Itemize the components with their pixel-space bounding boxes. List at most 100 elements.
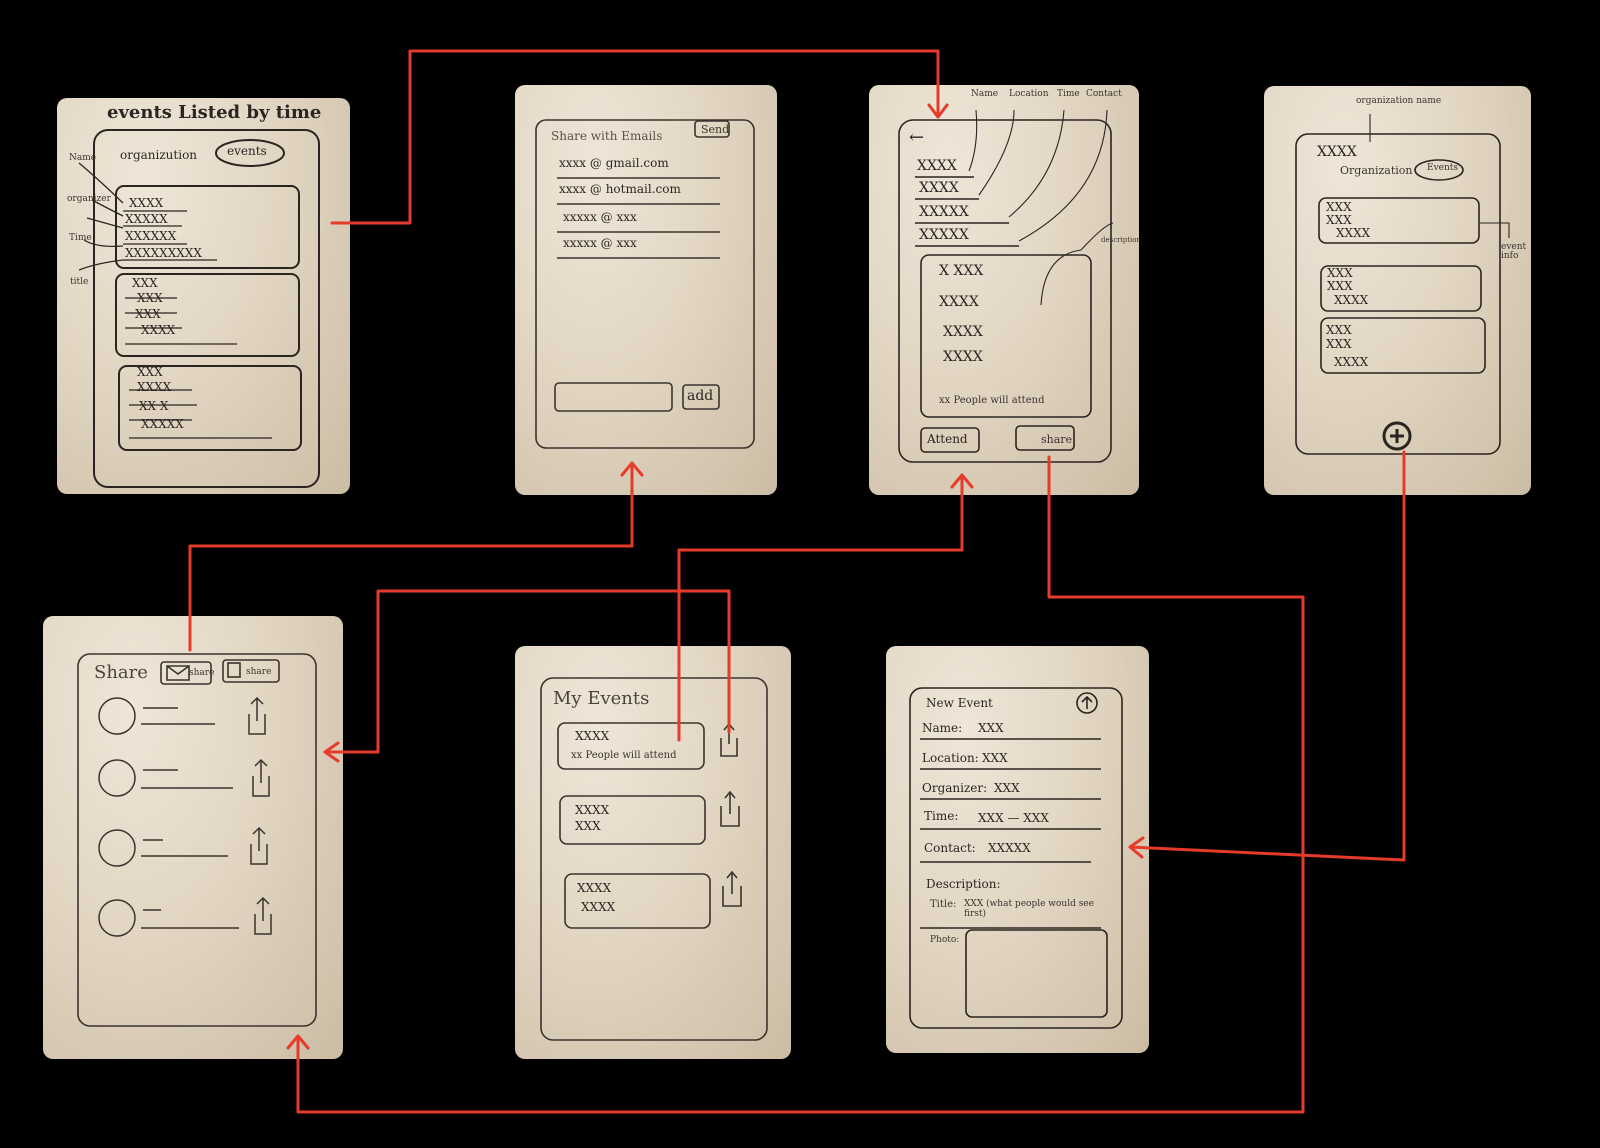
sketch3-attend-button[interactable]: Attend [927, 432, 968, 446]
sketch6-item3-line: XXXX [577, 881, 612, 895]
sketch5-title: Share [94, 662, 148, 683]
sketch1-heading: events Listed by time [107, 102, 322, 123]
sketch3-share-button[interactable]: share [1041, 433, 1073, 446]
sketch4-org-name: XXXX [1317, 144, 1357, 160]
sketch-organization: organization name XXXX Organization Even… [1264, 86, 1531, 495]
sketch3-annotation-contact: Contact [1086, 89, 1122, 99]
sketch-my-events: My Events XXXX xx People will attend XXX… [515, 646, 791, 1059]
plus-circle-icon[interactable] [1382, 421, 1412, 451]
sketch5-facebook-share-button[interactable]: share [246, 667, 272, 677]
sketch7-time-label: Time: [924, 809, 959, 823]
sketch1-annotation-time: Time [69, 233, 92, 243]
sketch7-location-label: Location: [922, 751, 979, 765]
sketch4-annotation-event-info: event info [1501, 242, 1527, 261]
sketch7-description-label: Description: [926, 877, 1001, 891]
sketch-share-emails: Share with Emails Send xxxx @ gmail.com … [515, 85, 777, 495]
sketch1-annotation-organizer: organizer [67, 194, 111, 204]
sketch4-card3-line: XXX [1326, 323, 1352, 337]
sketch6-item2-line: XXX [575, 819, 601, 833]
sketch4-card1-line: XXX [1326, 213, 1352, 227]
sketch6-title: My Events [553, 688, 650, 709]
share-icon [720, 722, 738, 757]
sketch3-field-name: XXXX [917, 158, 957, 174]
sketch7-title: New Event [926, 696, 993, 710]
sketch4-tab-organization: Organization [1340, 164, 1413, 177]
sketch6-item3-line: XXXX [581, 900, 616, 914]
sketch1-card2-line: XXXX [141, 323, 176, 337]
sketch3-back-icon[interactable]: ← [909, 127, 925, 148]
sketch1-card2-line: XXX [132, 276, 158, 290]
sketch2-email: xxxx @ gmail.com [559, 156, 669, 170]
sketch7-contact-label: Contact: [924, 841, 976, 855]
sketch2-email: xxxxx @ xxx [563, 236, 637, 250]
sketch1-annotation-name: Name [69, 153, 97, 163]
list-item [98, 826, 268, 867]
sketch4-card2-line: XXX [1327, 266, 1353, 280]
sketch7-name-label: Name: [922, 721, 963, 735]
sketch2-email: xxxxx @ xxx [563, 210, 637, 224]
sketch-new-event: New Event Name: XXX Location: XXX Organi… [886, 646, 1149, 1053]
sketch3-annotation-time: Time [1057, 89, 1080, 99]
flow-arrow-detail-share-to-share [286, 455, 1305, 1114]
share-icon [722, 870, 742, 907]
sketch1-card3-line: XXXXX [141, 417, 184, 431]
sketch-share-emails-drawing [535, 119, 755, 449]
sketch1-card2-line: XXX [135, 307, 161, 321]
sketch-share-contacts: Share share share [43, 616, 343, 1059]
sketch6-item1-name: XXXX [575, 729, 610, 743]
sketch1-tab-events: events [227, 144, 267, 158]
sketch1-card1-line: XXXXXXXXX [125, 246, 202, 260]
sketch2-email: xxxx @ hotmail.com [559, 182, 681, 196]
share-icon [254, 896, 272, 935]
sketch3-description-line: XXXX [939, 294, 979, 310]
sketch5-mail-share-button[interactable]: share [189, 668, 215, 678]
sketch3-description-line: X XXX [939, 263, 984, 279]
sketch3-attendees: xx People will attend [939, 395, 1045, 406]
share-icon [720, 790, 740, 827]
list-item [98, 696, 266, 735]
sketch3-field-time: XXXXX [919, 204, 969, 220]
sketch4-card3-line: XXXX [1334, 355, 1369, 369]
sketch1-annotation-title: title [70, 277, 89, 287]
flow-arrow-add-to-new-event [1128, 450, 1406, 862]
share-icon [250, 826, 268, 865]
share-icon [248, 696, 266, 735]
sketch3-description-line: XXXX [943, 349, 983, 365]
sketch4-card2-line: XXX [1327, 279, 1353, 293]
sketch4-card1-line: XXXX [1336, 226, 1371, 240]
sketch7-name-value: XXX [978, 721, 1004, 735]
sketch7-organizer-value: XXX [994, 781, 1020, 795]
sketch4-card3-line: XXX [1326, 337, 1352, 351]
sketch4-annotation-org-name: organization name [1356, 96, 1442, 106]
sketch7-location-value: XXX [982, 751, 1008, 765]
sketch7-contact-value: XXXXX [988, 841, 1031, 855]
sketch2-send-button[interactable]: Send [701, 123, 730, 136]
sketch1-card1-line: XXXXXX [125, 229, 177, 243]
sketch-events-list: events Listed by time organizution event… [57, 98, 350, 494]
sketch3-field-location: XXXX [919, 180, 959, 196]
sketch4-card2-line: XXXX [1334, 293, 1369, 307]
sketch7-title-value: XXX (what people would see first) [964, 899, 1094, 919]
sketch1-card2-line: XXX [137, 291, 163, 305]
list-item [98, 758, 270, 797]
sketch7-title-label: Title: [930, 899, 957, 910]
sketch1-card3-line: XXX [137, 365, 163, 379]
sketch1-card1-line: XXXX [129, 196, 164, 210]
sketch2-add-button[interactable]: add [687, 388, 714, 404]
sketch7-organizer-label: Organizer: [922, 781, 988, 795]
share-icon [252, 758, 270, 797]
sketch3-annotation-name: Name [971, 89, 999, 99]
sketch3-annotation-description: description [1101, 236, 1139, 244]
sketch2-title: Share with Emails [551, 129, 663, 143]
sketch7-photo-label: Photo: [930, 935, 960, 945]
sketch1-tab-organization: organizution [120, 148, 198, 162]
sketch3-description-line: XXXX [943, 324, 983, 340]
sketch-events-list-drawing [78, 129, 320, 488]
sketch3-field-contact: XXXXX [919, 227, 969, 243]
list-item [98, 896, 272, 937]
sketch4-tab-events: Events [1427, 163, 1459, 173]
sketch1-card3-line: XXXX [137, 380, 172, 394]
sketch7-time-value: XXX — XXX [978, 811, 1049, 825]
sketch6-item1-attendees: xx People will attend [571, 750, 677, 761]
sketch5-contact-list [43, 616, 343, 1059]
